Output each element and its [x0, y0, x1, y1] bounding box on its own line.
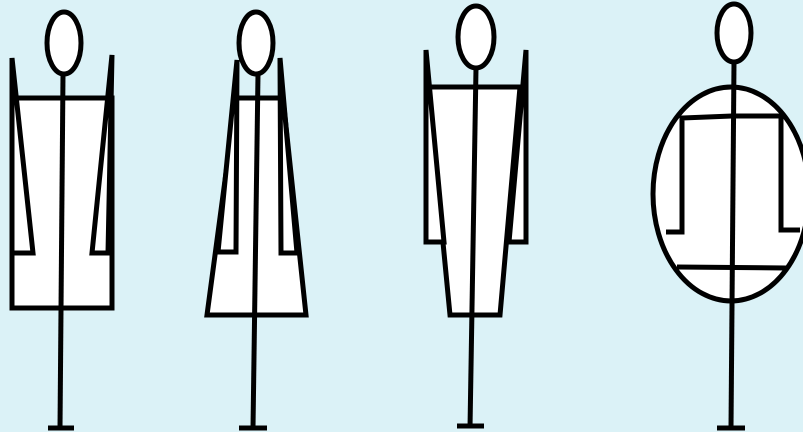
figure-oval-head [717, 4, 751, 62]
figure-a-line-head [239, 12, 273, 74]
figure-rectangle-spine [60, 74, 63, 428]
figure-oval-spine [731, 62, 734, 428]
figure-inverted-triangle-head [458, 6, 494, 68]
figure-rectangle-head [47, 12, 81, 74]
